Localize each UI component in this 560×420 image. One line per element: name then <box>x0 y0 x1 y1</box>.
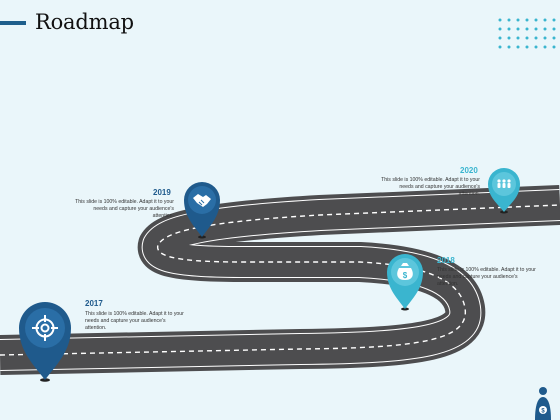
decorative-dot <box>543 27 547 31</box>
decorative-dot <box>534 45 538 49</box>
decorative-dot <box>552 45 556 49</box>
decorative-dot <box>498 36 502 40</box>
decorative-dot <box>525 45 529 49</box>
decorative-dot <box>543 45 547 49</box>
milestone-2019-year: 2019 <box>153 188 171 197</box>
decorative-dot <box>552 18 556 22</box>
milestone-2018-text: This slide is 100% editable. Adapt it to… <box>437 267 536 287</box>
decorative-dot <box>516 36 520 40</box>
team-icon <box>497 179 511 188</box>
road-center-line <box>0 204 560 356</box>
pin-2019 <box>184 182 220 239</box>
decorative-dot <box>552 27 556 31</box>
milestone-2020-year: 2020 <box>460 166 478 175</box>
milestone-2018-year: 2018 <box>437 256 455 265</box>
decorative-dot <box>552 36 556 40</box>
pin-2017 <box>19 302 71 382</box>
pin-2020 <box>488 168 520 214</box>
decorative-dot <box>498 45 502 49</box>
milestone-2019-text: This slide is 100% editable. Adapt it to… <box>75 199 174 219</box>
title-accent-bar <box>0 21 26 25</box>
milestone-2017-year: 2017 <box>85 299 103 308</box>
decorative-dot <box>507 27 511 31</box>
person-dollar-icon: $ <box>535 387 551 420</box>
page-title: Roadmap <box>35 10 134 34</box>
decorative-dot <box>534 27 538 31</box>
decorative-dot <box>498 27 502 31</box>
decorative-dot <box>534 18 538 22</box>
money-bag-icon: $ <box>397 263 413 280</box>
decorative-dot <box>507 36 511 40</box>
svg-text:$: $ <box>541 409 545 415</box>
decorative-dot <box>525 18 529 22</box>
decorative-dot <box>498 18 502 22</box>
decorative-dot <box>516 45 520 49</box>
target-icon <box>32 315 58 341</box>
decorative-dot-grid <box>498 18 556 49</box>
decorative-dot <box>507 18 511 22</box>
svg-text:$: $ <box>403 271 408 280</box>
decorative-dot <box>543 18 547 22</box>
handshake-icon <box>193 194 211 207</box>
decorative-dot <box>525 27 529 31</box>
milestone-2017-text: This slide is 100% editable. Adapt it to… <box>85 311 184 331</box>
decorative-dot <box>507 45 511 49</box>
decorative-dot <box>525 36 529 40</box>
pin-2018: $ <box>387 254 423 311</box>
decorative-dot <box>534 36 538 40</box>
decorative-dot <box>516 18 520 22</box>
milestone-2020-text: This slide is 100% editable. Adapt it to… <box>381 177 480 197</box>
decorative-dot <box>543 36 547 40</box>
decorative-dot <box>516 27 520 31</box>
